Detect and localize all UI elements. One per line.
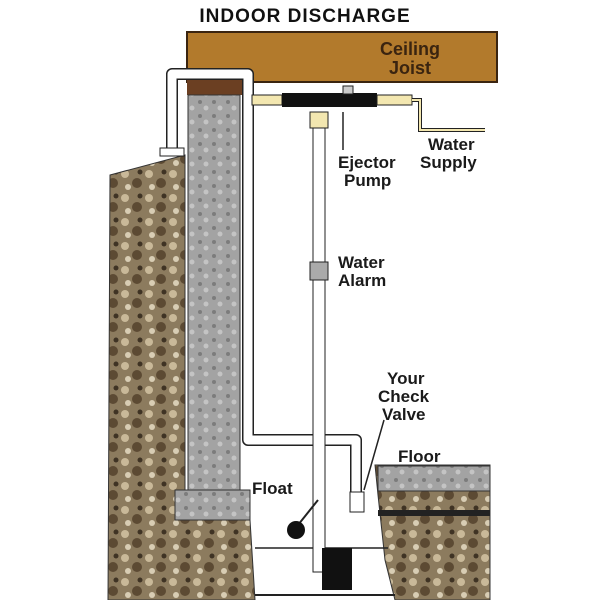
pipe-adapter [251, 94, 283, 106]
diagram-title: INDOOR DISCHARGE [199, 6, 410, 27]
float-ball [287, 521, 305, 539]
check-valve-label-line2: Check [378, 387, 430, 406]
water-alarm-label-line2: Alarm [338, 271, 386, 290]
float-arm [297, 499, 319, 526]
ejector-pump-label-line2: Pump [344, 171, 391, 190]
water-supply-line-fill [412, 99, 485, 131]
ejector-valve-handle [342, 85, 354, 95]
float-label: Float [252, 479, 293, 498]
ejector-pump-label-line1: Ejector [338, 153, 396, 172]
water-supply-label-line1: Water [428, 135, 475, 154]
water-supply-line [412, 98, 485, 132]
riser-fitting [309, 111, 329, 129]
floor-drain-line [378, 510, 490, 516]
check-valve [349, 491, 365, 513]
water-alarm [309, 261, 329, 281]
sump-pump [322, 548, 352, 590]
ceiling-joist-label-line2: Joist [389, 58, 431, 78]
foundation-wall [187, 94, 241, 491]
floor-slab [377, 465, 491, 492]
check-valve-label-line1: Your [387, 369, 425, 388]
ejector-pump [282, 93, 377, 107]
ceiling-joist-label-line1: Ceiling [380, 39, 440, 59]
supply-fitting [376, 94, 413, 106]
water-supply-label-line2: Supply [420, 153, 477, 172]
water-alarm-label-line1: Water [338, 253, 385, 272]
check-valve-pointer [363, 419, 385, 491]
check-valve-label-line3: Valve [382, 405, 426, 424]
floor-slab-soil [374, 464, 491, 600]
footing [174, 489, 251, 521]
pipe-outlet [159, 147, 185, 157]
floor-label: Floor [398, 447, 441, 466]
discharge-pipe [167, 69, 361, 500]
